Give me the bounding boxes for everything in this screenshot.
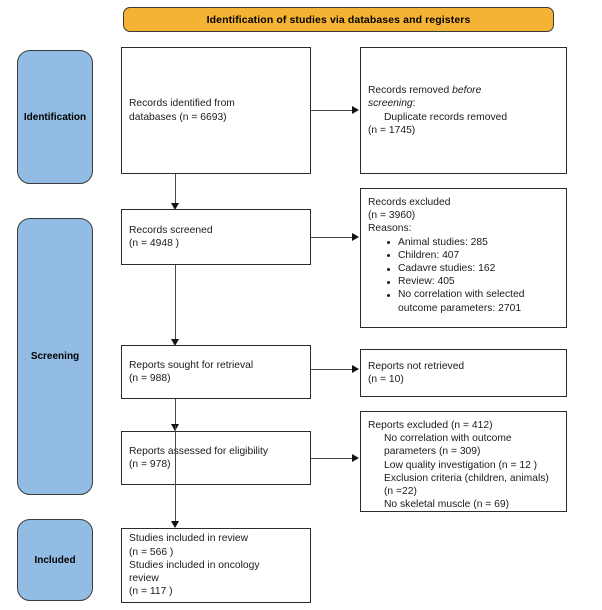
records-removed-line-1: Records removed before — [368, 84, 559, 97]
connector-assessed-to-excluded — [311, 458, 353, 460]
reports-excluded-item-3: Low quality investigation (n = 12 ) — [384, 459, 538, 471]
reports-not-retrieved-line-1: Reports not retrieved — [368, 360, 465, 372]
records-excluded-line-3: Reasons: — [368, 223, 412, 235]
reports-excluded-item-4: Exclusion criteria (children, animals) — [384, 472, 549, 484]
records-excluded-reasons-list: Animal studies: 285 Children: 407 Cadavr… — [368, 236, 559, 315]
box-records-excluded: Records excluded (n = 3960) Reasons: Ani… — [360, 188, 567, 328]
reports-not-retrieved-line-2: (n = 10) — [368, 374, 404, 385]
reports-excluded-heading: Reports excluded (n = 412) — [368, 420, 493, 431]
stage-label-included: Included — [17, 519, 93, 601]
box-records-removed: Records removed before screening: Duplic… — [360, 47, 567, 174]
records-removed-emph-screening: screening — [368, 98, 413, 110]
box-reports-sought: Reports sought for retrieval (n = 988) — [121, 345, 311, 399]
connector-screened-to-sought — [175, 265, 177, 342]
box-reports-excluded: Reports excluded (n = 412) No correlatio… — [360, 411, 567, 512]
stage-screening-text: Screening — [30, 351, 80, 362]
records-removed-line-2: screening: — [368, 97, 559, 110]
connector-screened-to-excluded — [311, 237, 353, 239]
records-excluded-line-2: (n = 3960) — [368, 210, 416, 222]
box-reports-not-retrieved: Reports not retrieved (n = 10) — [360, 349, 567, 397]
list-item: Review: 405 — [387, 275, 559, 288]
records-identified-line-2: databases (n = 6693) — [129, 111, 227, 123]
arrowhead-screened-to-excluded — [352, 233, 359, 241]
stage-included-text: Included — [34, 554, 76, 566]
list-item: Cadavre studies: 162 — [387, 262, 559, 275]
records-screened-line-1: Records screened — [129, 224, 213, 236]
studies-included-line-5: (n = 117 ) — [129, 586, 173, 598]
arrowhead-assessed-to-excluded — [352, 454, 359, 462]
phase-banner-identification: Identification of studies via databases … — [123, 7, 554, 32]
stage-label-screening: Screening — [17, 218, 93, 495]
reports-assessed-line-2: (n = 978) — [129, 459, 171, 470]
box-studies-included: Studies included in review (n = 566 ) St… — [121, 528, 311, 603]
arrowhead-identified-to-screened — [171, 203, 179, 210]
connector-assessed-to-included — [175, 425, 177, 524]
studies-included-line-2: (n = 566 ) — [129, 546, 174, 558]
arrowhead-sought-to-not-retrieved — [352, 365, 359, 373]
connector-sought-to-assessed — [175, 399, 177, 427]
reports-assessed-line-1: Reports assessed for eligibility — [129, 445, 269, 457]
reports-sought-line-2: (n = 988) — [129, 373, 171, 384]
connector-identified-to-removed — [311, 110, 353, 112]
phase-banner-label: Identification of studies via databases … — [206, 13, 471, 26]
records-removed-line-4: (n = 1745) — [368, 124, 416, 136]
reports-excluded-item-2: parameters (n = 309) — [384, 446, 481, 458]
list-item: No correlation with selected outcome par… — [387, 288, 559, 314]
records-identified-line-1: Records identified from — [129, 98, 235, 110]
reports-excluded-item-6: No skeletal muscle (n = 69) — [384, 499, 510, 511]
stage-identification-text: Identification — [23, 111, 87, 123]
stage-label-identification: Identification — [17, 50, 93, 184]
records-removed-line-3: Duplicate records removed — [384, 111, 508, 123]
arrowhead-assessed-to-included — [171, 521, 179, 528]
records-removed-colon: : — [412, 98, 416, 110]
studies-included-line-1: Studies included in review — [129, 533, 249, 545]
records-removed-emph-before: before — [452, 85, 482, 97]
box-records-screened: Records screened (n = 4948 ) — [121, 209, 311, 265]
connector-sought-to-not-retrieved — [311, 369, 353, 371]
studies-included-line-4: review — [129, 573, 159, 585]
box-records-identified: Records identified from databases (n = 6… — [121, 47, 311, 174]
reports-excluded-item-1: No correlation with outcome — [384, 433, 512, 445]
list-item: Animal studies: 285 — [387, 236, 559, 249]
connector-identified-to-screened — [175, 174, 177, 206]
records-excluded-line-1: Records excluded — [368, 197, 451, 208]
reports-sought-line-1: Reports sought for retrieval — [129, 359, 254, 371]
records-removed-text-a: Records removed — [368, 85, 453, 97]
arrowhead-identified-to-removed — [352, 106, 359, 114]
arrowhead-screened-to-sought — [171, 339, 179, 346]
records-screened-line-2: (n = 4948 ) — [129, 238, 180, 249]
box-reports-assessed: Reports assessed for eligibility (n = 97… — [121, 431, 311, 485]
list-item: Children: 407 — [387, 249, 559, 262]
reports-excluded-item-5: (n =22) — [384, 486, 417, 498]
studies-included-line-3: Studies included in oncology — [129, 559, 260, 571]
